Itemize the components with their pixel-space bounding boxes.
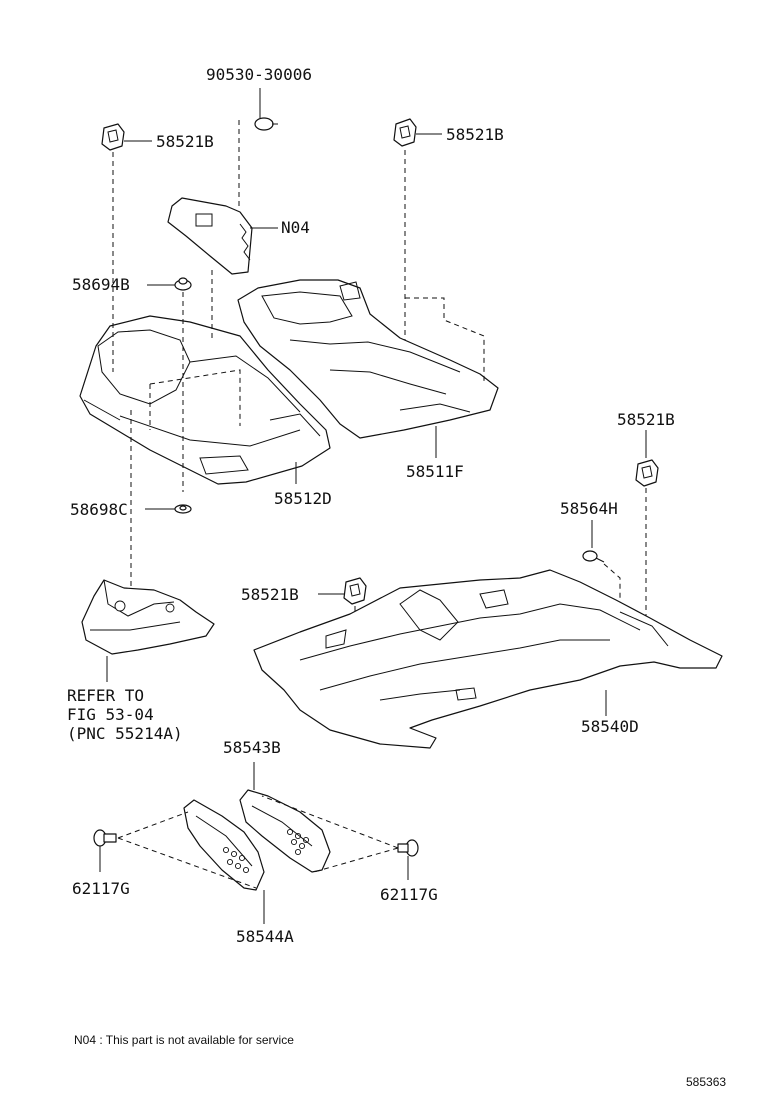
clip-58521b-right	[635, 459, 659, 487]
cover-58543b	[239, 789, 331, 873]
clip-58521b-mid	[343, 577, 367, 605]
nut-58698c	[174, 504, 192, 514]
pad-n04	[167, 197, 253, 275]
silencer-58511f	[237, 279, 499, 439]
label-58698c: 58698C	[70, 500, 128, 519]
figure-number: 585363	[686, 1075, 726, 1089]
clip-58521b-top-right	[393, 118, 417, 147]
label-58511f: 58511F	[406, 462, 464, 481]
label-62117g-left: 62117G	[72, 879, 130, 898]
label-58543b: 58543B	[223, 738, 281, 757]
refer-part-fig53-04	[81, 579, 215, 655]
silencer-58512d	[79, 315, 331, 485]
plug-90530-30006	[254, 117, 278, 131]
label-58521b-mid: 58521B	[241, 585, 299, 604]
label-58521b-right: 58521B	[617, 410, 675, 429]
label-refer-line1: REFER TO	[67, 686, 144, 705]
clip-58521b-top-left	[101, 123, 125, 151]
label-58694b: 58694B	[72, 275, 130, 294]
screw-58564h	[582, 550, 605, 563]
label-58544a: 58544A	[236, 927, 294, 946]
screw-62117g-right	[397, 839, 419, 857]
label-n04: N04	[281, 218, 310, 237]
label-58521b-top-left: 58521B	[156, 132, 214, 151]
footnote: N04 : This part is not available for ser…	[74, 1033, 294, 1047]
carpet-58540d	[253, 569, 723, 749]
label-58512d: 58512D	[274, 489, 332, 508]
label-62117g-right: 62117G	[380, 885, 438, 904]
label-90530-30006: 90530-30006	[206, 65, 312, 84]
label-58564h: 58564H	[560, 499, 618, 518]
label-58540d: 58540D	[581, 717, 639, 736]
grommet-58694b	[174, 277, 192, 291]
label-refer-line2: FIG 53-04	[67, 705, 154, 724]
screw-62117g-left	[93, 829, 117, 847]
label-58521b-top-right: 58521B	[446, 125, 504, 144]
cover-58544a	[183, 799, 265, 891]
label-refer-line3: (PNC 55214A)	[67, 724, 183, 743]
